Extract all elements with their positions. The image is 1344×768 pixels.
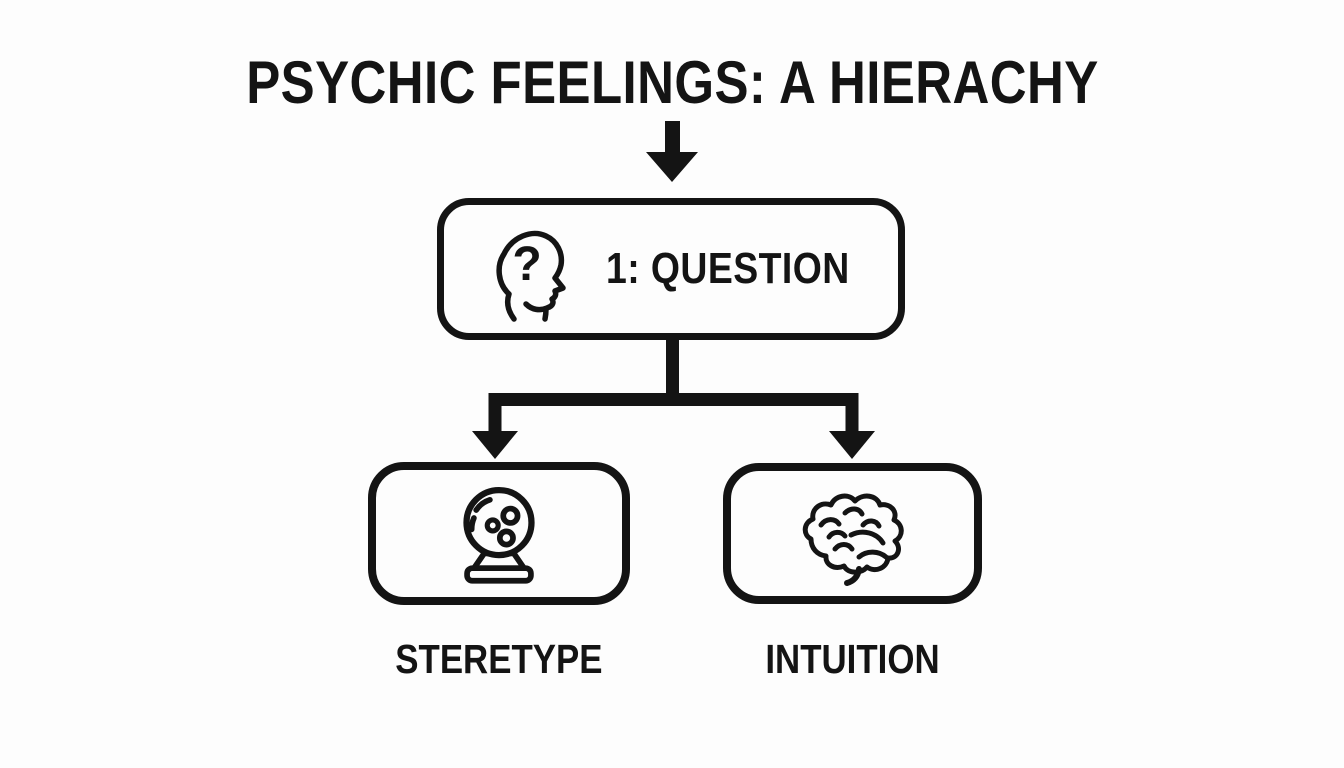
diagram-title-text: PSYCHIC FEELINGS: A HIERACHY	[245, 49, 1099, 116]
question-node-label: 1: QUESTION	[606, 244, 850, 293]
brain-icon	[802, 493, 904, 586]
branch-arrowhead-left	[472, 431, 518, 459]
branch-connector	[472, 336, 875, 459]
intuition-node	[723, 463, 982, 604]
head-question-icon: ?	[496, 230, 566, 322]
diagram-title: PSYCHIC FEELINGS: A HIERACHY	[0, 48, 1344, 117]
intuition-label: INTUITION	[765, 636, 940, 682]
down-arrow-icon	[646, 121, 698, 182]
stereotype-node	[368, 462, 630, 605]
svg-text:?: ?	[512, 238, 541, 291]
branch-arrowhead-right	[829, 431, 875, 459]
question-node: ? 1: QUESTION	[437, 198, 905, 340]
crystal-ball-icon	[463, 486, 535, 584]
stereotype-label: STERETYPE	[395, 636, 603, 682]
